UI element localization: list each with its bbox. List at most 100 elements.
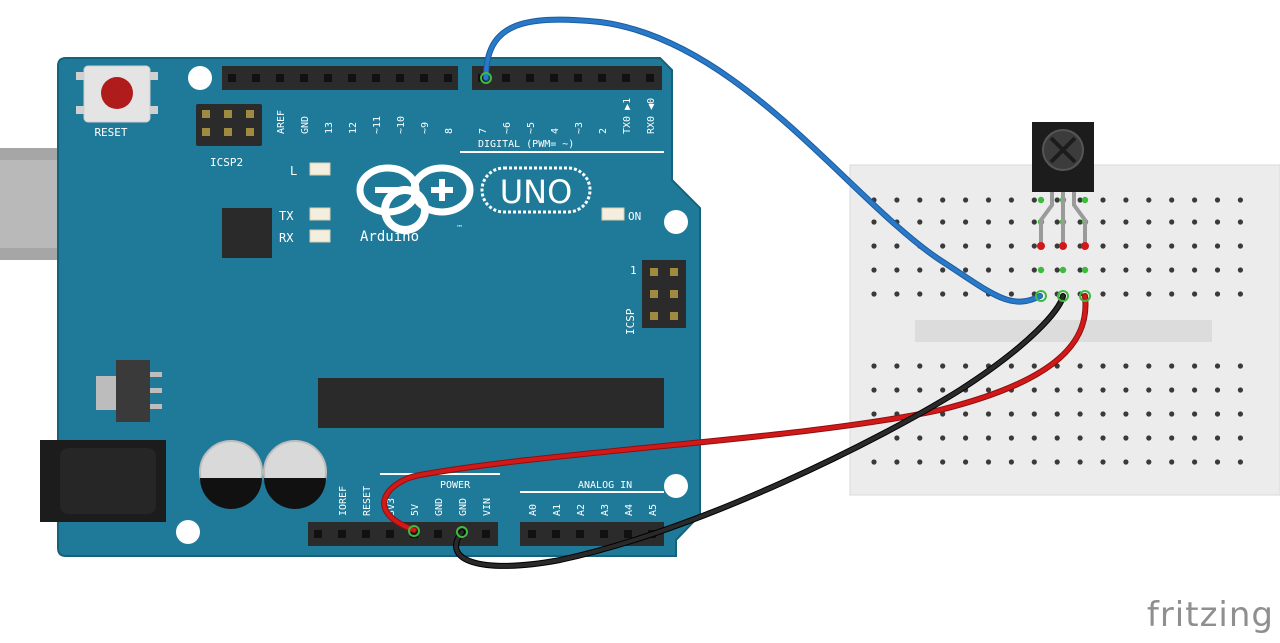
breadboard-hole xyxy=(871,387,877,393)
breadboard-hole xyxy=(1169,459,1175,465)
breadboard-hole xyxy=(963,267,969,273)
breadboard-hole xyxy=(985,387,992,393)
power-label: POWER xyxy=(440,480,471,491)
pin-5v-connection xyxy=(408,525,420,537)
breadboard-hole xyxy=(1169,243,1175,249)
digital-pin-label: ~5 xyxy=(526,122,537,134)
breadboard-hole xyxy=(871,363,877,369)
breadboard-hole xyxy=(985,411,992,417)
breadboard-hole xyxy=(871,291,877,297)
analog-pin-label: A2 xyxy=(576,504,587,516)
breadboard-hole xyxy=(1169,363,1175,369)
breadboard-hole xyxy=(1054,197,1060,203)
breadboard-hole xyxy=(1169,197,1175,203)
breadboard-hole xyxy=(1077,435,1083,441)
breadboard-hole xyxy=(985,459,992,465)
breadboard-hole xyxy=(1146,459,1152,465)
breadboard-hole xyxy=(1214,243,1221,249)
header-pin xyxy=(646,74,654,82)
digital-pin-label: 13 xyxy=(324,122,335,134)
icsp-pin1-label: 1 xyxy=(630,264,637,277)
breadboard-hole xyxy=(1031,411,1037,417)
breadboard-hole xyxy=(963,459,969,465)
breadboard-hole xyxy=(963,243,969,249)
breadboard-hole xyxy=(1169,435,1175,441)
breadboard-hole xyxy=(985,219,992,225)
header-pin xyxy=(482,530,490,538)
icsp2-pin xyxy=(246,128,254,136)
breadboard-hole xyxy=(940,243,946,249)
breadboard-hole xyxy=(1054,411,1060,417)
breadboard-hole xyxy=(963,435,969,441)
breadboard-hole xyxy=(1031,435,1037,441)
vcc-wire xyxy=(382,294,1088,532)
ir-lead-out xyxy=(1039,192,1054,246)
breadboard-hole xyxy=(1008,243,1015,249)
digital-pin-label: ~6 xyxy=(502,122,513,134)
breadboard-hole xyxy=(1146,243,1152,249)
breadboard-hole xyxy=(1123,411,1129,417)
breadboard-hole xyxy=(1169,267,1175,273)
breadboard-hole xyxy=(1123,197,1129,203)
icsp-header xyxy=(642,260,686,328)
header-pin xyxy=(552,530,560,538)
capacitor xyxy=(199,440,263,509)
icsp-pin xyxy=(650,290,658,298)
breadboard-hole xyxy=(1008,459,1015,465)
breadboard-hole xyxy=(963,219,969,225)
breadboard-holes xyxy=(871,196,1243,465)
atmega-chip xyxy=(318,378,664,428)
led-tx xyxy=(309,207,331,221)
mount-hole xyxy=(176,520,200,544)
breadboard-hole xyxy=(871,243,877,249)
breadboard-hole xyxy=(1008,411,1015,417)
breadboard-hole xyxy=(940,459,946,465)
breadboard-hole xyxy=(1100,243,1106,249)
icsp-pin xyxy=(670,312,678,320)
header-pin xyxy=(502,74,510,82)
digital-pin-label: ~10 xyxy=(396,116,407,134)
header-pin xyxy=(348,74,356,82)
power-pin-label: GND xyxy=(458,498,469,516)
fritzing-watermark: fritzing xyxy=(1146,595,1274,635)
breadboard-hole xyxy=(940,267,946,273)
breadboard-center-channel xyxy=(915,320,1212,342)
breadboard-hole xyxy=(917,267,923,273)
breadboard-hole xyxy=(940,291,946,297)
breadboard-hole xyxy=(1237,411,1243,417)
digital-pin-label: 2 xyxy=(598,128,609,134)
breadboard-hole xyxy=(1214,459,1221,465)
breadboard-hole xyxy=(1100,219,1106,225)
breadboard-hole xyxy=(917,197,923,203)
breadboard-hole xyxy=(985,243,992,249)
breadboard-hole xyxy=(894,363,900,369)
breadboard-hole xyxy=(1077,219,1083,225)
led-on xyxy=(601,207,625,221)
pin-gnd-connection xyxy=(456,526,468,538)
breadboard-hole xyxy=(1077,411,1083,417)
breadboard-hole xyxy=(1146,387,1152,393)
led-rx xyxy=(309,229,331,243)
breadboard-hole xyxy=(1192,387,1198,393)
header-pin xyxy=(624,530,632,538)
gnd-wire xyxy=(454,294,1065,568)
header-pin xyxy=(526,74,534,82)
header-pin xyxy=(576,530,584,538)
breadboard-hole xyxy=(1008,363,1015,369)
analog-pin-label: A1 xyxy=(552,504,563,516)
breadboard-hole xyxy=(1169,291,1175,297)
breadboard-hole xyxy=(1077,267,1083,273)
breadboard-hole xyxy=(871,219,877,225)
icsp-pin xyxy=(650,312,658,320)
icsp2-header xyxy=(196,104,262,146)
signal-wire xyxy=(484,17,1042,304)
breadboard-hole xyxy=(1192,363,1198,369)
led-on-label: ON xyxy=(628,210,641,223)
breadboard-hole xyxy=(1031,219,1037,225)
wires xyxy=(381,16,1091,569)
breadboard-hole xyxy=(1192,197,1198,203)
digital-pin-label: 8 xyxy=(444,128,455,134)
breadboard-hole xyxy=(1031,387,1037,393)
breadboard-hole xyxy=(1008,267,1015,273)
